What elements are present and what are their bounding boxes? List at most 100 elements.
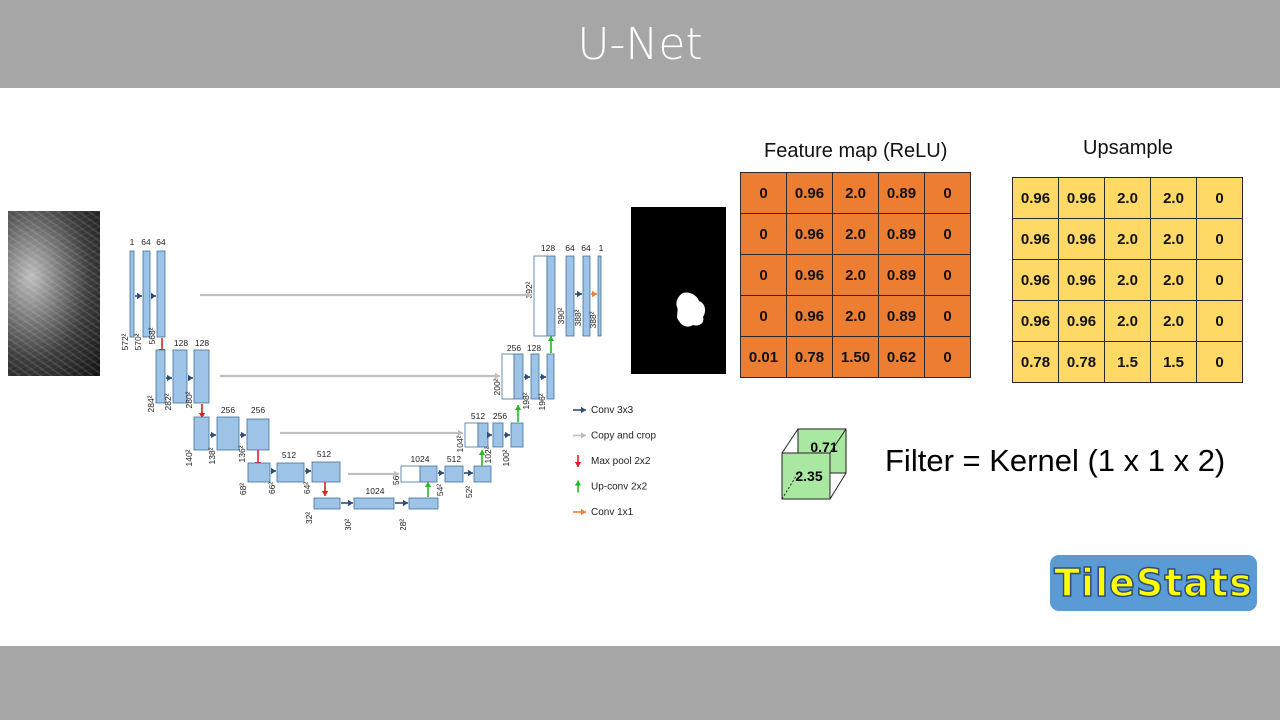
feature-map-cell: 0: [740, 213, 787, 255]
channel-label: 1024: [366, 486, 385, 496]
feature-map-cell: 0: [924, 213, 971, 255]
maxpool-arrow-head: [321, 491, 329, 496]
channel-label: 64: [156, 237, 166, 247]
upconv-arrow-head: [514, 405, 522, 410]
feature-block: [142, 250, 151, 338]
copy-crop-arrow-head: [527, 291, 532, 299]
feature-block: [216, 416, 240, 451]
conv-arrow-head: [487, 431, 492, 439]
upconv-arrow-head: [478, 450, 486, 455]
feature-map-cell: 2.0: [832, 295, 879, 337]
upsample-cell: 0: [1196, 177, 1243, 219]
channel-label: 128: [541, 243, 555, 253]
size-label: 572²: [120, 333, 130, 350]
conv-arrow-head: [211, 431, 216, 439]
upsample-cell: 2.0: [1150, 259, 1197, 301]
size-label: 138²: [207, 447, 217, 464]
feature-block: [419, 465, 438, 483]
upconv-arrow-head: [424, 482, 432, 487]
feature-map-cell: 0.78: [786, 336, 833, 378]
upsample-cell: 2.0: [1150, 177, 1197, 219]
upsample-cell: 1.5: [1104, 341, 1151, 383]
upsample-cell: 2.0: [1104, 300, 1151, 342]
upsample-cell: 0.96: [1058, 218, 1105, 260]
channel-label: 256: [221, 405, 235, 415]
size-label: 284²: [146, 395, 156, 412]
conv-arrow-head: [577, 290, 582, 298]
size-label: 28²: [398, 519, 408, 530]
upsample-cell: 0: [1196, 259, 1243, 301]
feature-block: [492, 422, 504, 448]
legend-symbol-head: [581, 406, 586, 414]
feature-map-title: Feature map (ReLU): [764, 140, 948, 162]
conv1x1-arrow-head: [592, 290, 597, 298]
kernel-back-value: 0.71: [810, 439, 837, 455]
feature-block: [546, 255, 556, 337]
channel-label: 128: [527, 343, 541, 353]
feature-map-cell: 0.96: [786, 295, 833, 337]
channel-label: 64: [141, 237, 151, 247]
copy-crop-arrow-head: [394, 470, 399, 478]
copy-crop-arrow-head: [458, 429, 463, 437]
filter-kernel-label: Filter = Kernel (1 x 1 x 2): [885, 443, 1226, 478]
footer-bar: [0, 646, 1280, 720]
upsample-cell: 0.96: [1058, 177, 1105, 219]
legend-label: Max pool 2x2: [591, 456, 651, 467]
conv-arrow-head: [505, 431, 510, 439]
page-title: U-Net: [577, 18, 703, 70]
feature-block: [313, 497, 341, 510]
feature-map-cell: 0.96: [786, 254, 833, 296]
size-label: 392²: [524, 281, 534, 298]
feature-block: [129, 250, 135, 338]
channel-label: 128: [174, 338, 188, 348]
tilestats-logo: TileStats: [1050, 555, 1257, 611]
conv-arrow-head: [151, 292, 156, 300]
feature-block: [510, 422, 524, 448]
conv-arrow-head: [439, 469, 444, 477]
conv-arrow-head: [403, 499, 408, 507]
feature-block: [546, 353, 555, 400]
channel-label: 64: [565, 243, 575, 253]
channel-label: 256: [507, 343, 521, 353]
upsample-cell: 2.0: [1150, 218, 1197, 260]
feature-block: [247, 462, 271, 483]
legend-symbol-head: [574, 462, 582, 467]
logo-text: TileStats: [1053, 560, 1253, 606]
size-label: 64²: [302, 482, 312, 494]
channel-label: 1024: [411, 454, 430, 464]
conv-arrow-head: [468, 469, 473, 477]
feature-block: [246, 418, 270, 451]
feature-block: [530, 353, 540, 400]
feature-block: [582, 255, 591, 337]
feature-block: [311, 461, 341, 483]
feature-map-cell: 0.89: [878, 172, 925, 214]
filter-kernel-cube: 0.71 2.35: [781, 428, 847, 500]
title-bar: U-Net: [0, 0, 1280, 88]
feature-block: [155, 349, 166, 404]
upsample-title: Upsample: [1083, 137, 1174, 159]
feature-block: [513, 353, 524, 400]
upsample-cell: 0.96: [1012, 218, 1059, 260]
channel-label: 1: [599, 243, 604, 253]
size-label: 104²: [455, 435, 465, 452]
feature-map-cell: 0: [740, 295, 787, 337]
feature-block: [276, 462, 305, 483]
channel-label: 1: [130, 237, 135, 247]
legend-label: Up-conv 2x2: [591, 482, 648, 493]
upsample-cell: 2.0: [1104, 177, 1151, 219]
size-label: 390²: [556, 307, 566, 324]
feature-map-cell: 0.01: [740, 336, 787, 378]
feature-block: [565, 255, 575, 337]
size-label: 100²: [501, 449, 511, 466]
upsample-cell: 0.96: [1058, 300, 1105, 342]
feature-map-cell: 0.89: [878, 213, 925, 255]
